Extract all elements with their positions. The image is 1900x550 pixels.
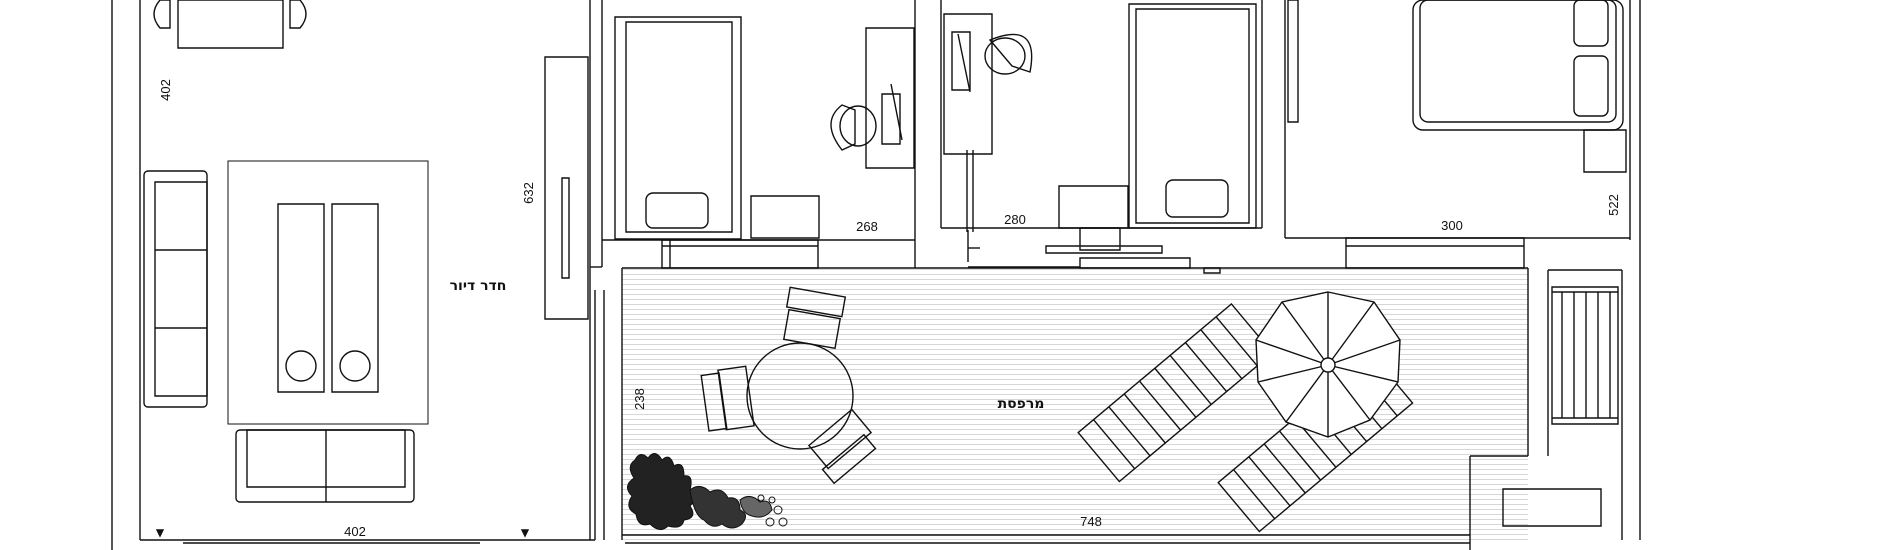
dim-balcony-238: 238 <box>632 388 647 410</box>
dim-bedroom-268: 268 <box>856 219 878 234</box>
storage-bench <box>1503 489 1601 526</box>
room-label-living: חדר דיור <box>450 278 507 294</box>
bed-3 <box>1413 0 1626 172</box>
room-label-balcony: מרפסת <box>998 396 1045 412</box>
dim-living-402-bottom: 402 <box>344 524 366 539</box>
living-room <box>144 0 588 536</box>
bedroom-2 <box>915 0 1262 268</box>
bedroom-1 <box>590 0 915 268</box>
bed-2 <box>1129 4 1256 228</box>
dim-bedroom-522: 522 <box>1606 194 1621 216</box>
wardrobe-edge <box>1288 0 1298 122</box>
ottoman-pair <box>278 204 378 392</box>
tv-unit <box>545 57 588 319</box>
desk-chair-1 <box>831 84 902 150</box>
chair-top <box>784 287 846 348</box>
round-table <box>701 287 875 483</box>
bedroom-3 <box>1285 0 1630 268</box>
sofa-bottom <box>236 430 414 502</box>
sun-lounger-1 <box>1078 304 1272 482</box>
tv-screen <box>562 178 569 278</box>
staircase <box>1552 287 1618 424</box>
rug <box>228 161 428 424</box>
dim-bedroom-300: 300 <box>1441 218 1463 233</box>
labels: חדר דיור מרפסת 402 632 268 280 300 522 2… <box>158 79 1621 539</box>
desk-1 <box>866 28 914 168</box>
desk-chair-2 <box>952 32 1032 92</box>
dining-table <box>154 0 306 48</box>
stairs-area <box>1503 270 1622 540</box>
chair-left <box>701 366 754 431</box>
dim-living-632: 632 <box>521 182 536 204</box>
balcony <box>595 268 1528 550</box>
nightstand-2 <box>1059 186 1128 228</box>
chair-bottom-right <box>809 410 876 484</box>
sofa-left <box>144 171 207 407</box>
bed-1 <box>615 17 741 239</box>
dim-living-402-vertical: 402 <box>158 79 173 101</box>
structural-walls <box>112 0 1640 550</box>
nightstand-1 <box>751 196 819 238</box>
dim-corridor-280: 280 <box>1004 212 1026 227</box>
desk-2 <box>944 14 992 154</box>
umbrella <box>1255 291 1401 438</box>
dim-balcony-748: 748 <box>1080 514 1102 529</box>
plants <box>627 453 787 529</box>
